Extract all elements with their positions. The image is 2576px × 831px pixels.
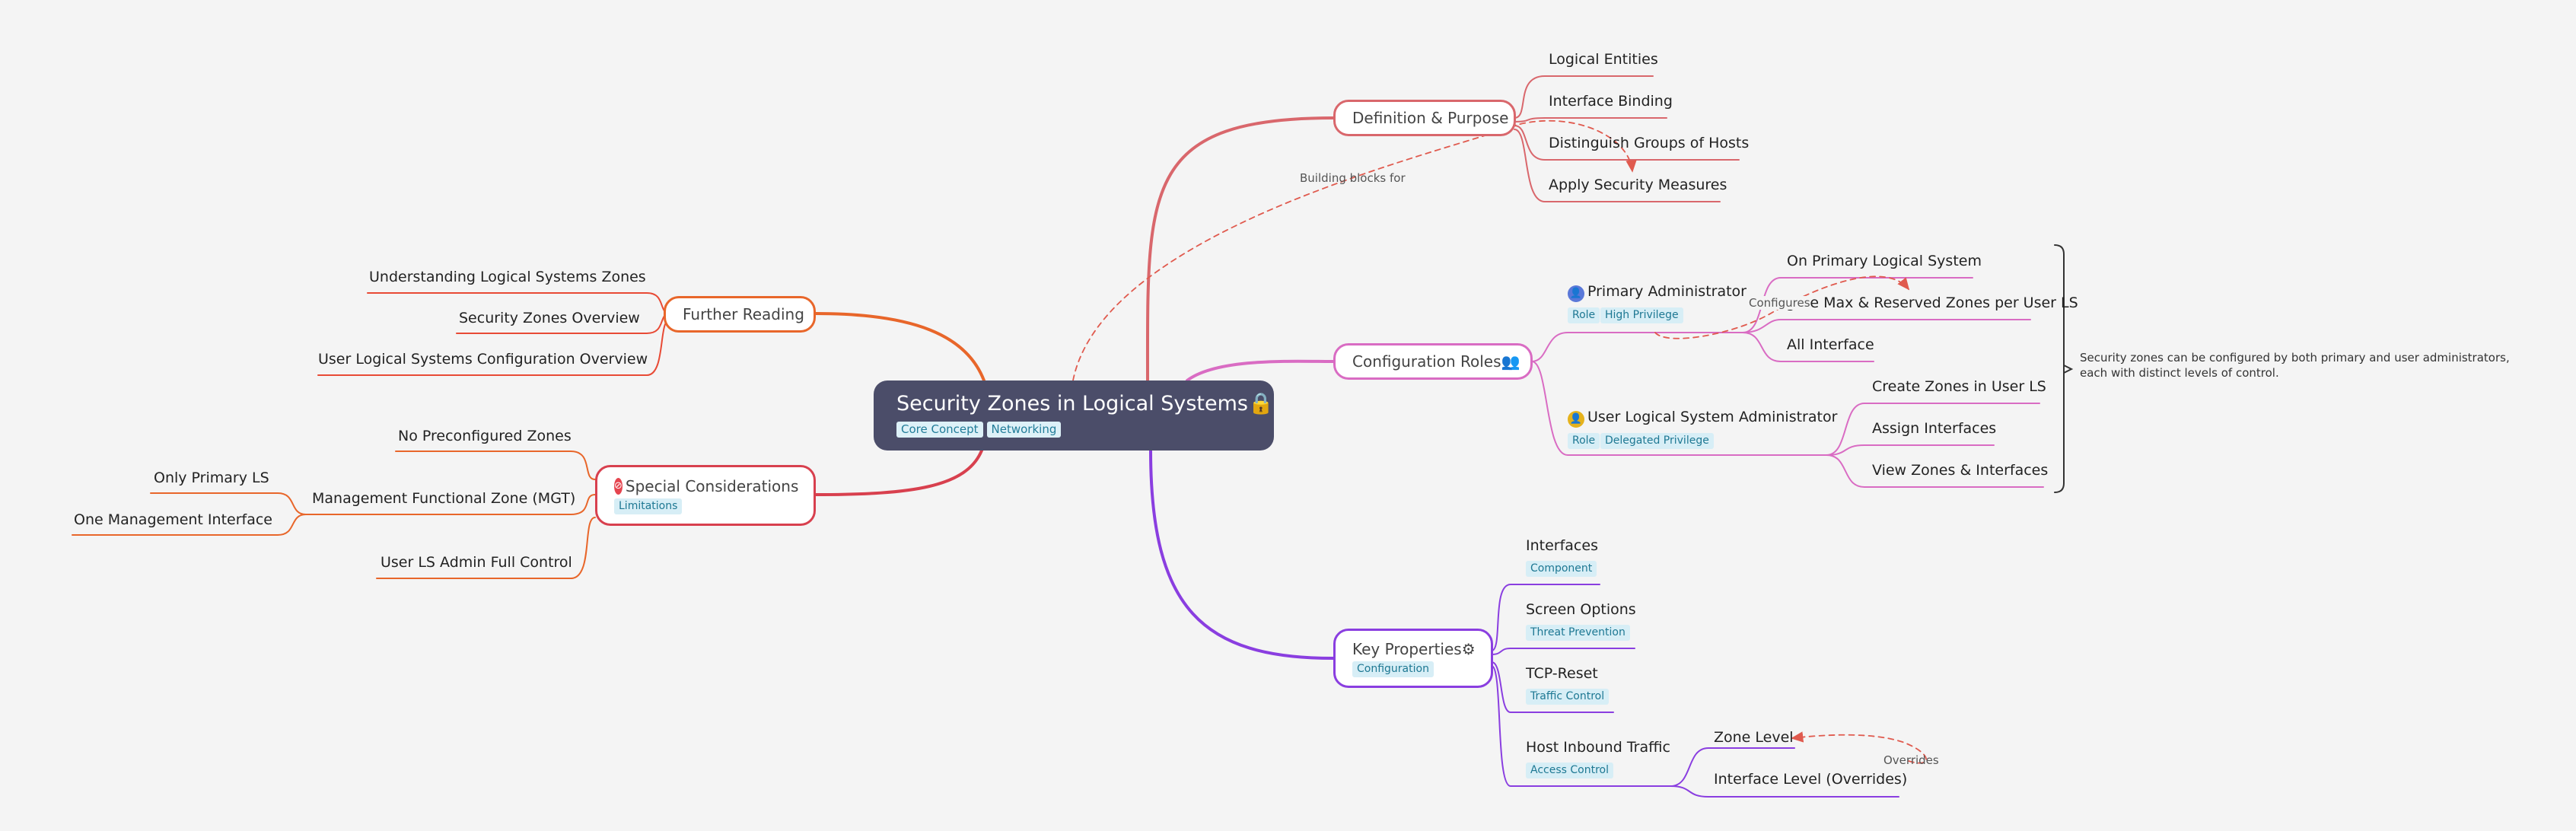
config-roles-node[interactable]: Configuration Roles👥 — [1333, 343, 1533, 380]
mgt-one-management-interface[interactable]: One Management Interface — [74, 511, 272, 528]
primary-child-on-primary-ls[interactable]: On Primary Logical System — [1787, 253, 1982, 269]
user-child-create-zones[interactable]: Create Zones in User LS — [1872, 378, 2046, 395]
user-child-view-zones[interactable]: View Zones & Interfaces — [1872, 462, 2049, 479]
host-inbound-zone-level[interactable]: Zone Level — [1714, 729, 1794, 746]
key-properties-tag: Configuration — [1352, 661, 1434, 677]
further-zones-overview[interactable]: Security Zones Overview — [459, 310, 640, 326]
prop-tcp-reset[interactable]: TCP-Reset — [1526, 665, 1598, 682]
key-properties-label: Key Properties — [1352, 639, 1462, 658]
edge-root-special — [814, 449, 983, 496]
further-reading-node[interactable]: Further Reading — [664, 296, 816, 333]
further-user-ls-config[interactable]: User Logical Systems Configuration Overv… — [318, 351, 648, 368]
prop-interfaces-tag: Component — [1526, 561, 1597, 577]
primary-child-all-interface[interactable]: All Interface — [1787, 336, 1874, 353]
prop-host-inbound[interactable]: Host Inbound Traffic — [1526, 739, 1670, 756]
gear-icon: ⚙ — [1461, 639, 1476, 658]
user-tag-delegated-privilege: Delegated Privilege — [1600, 433, 1714, 449]
further-reading-label: Further Reading — [683, 305, 804, 323]
root-title: Security Zones in Logical Systems — [896, 392, 1248, 416]
special-label: Special Considerations — [625, 476, 799, 495]
prop-screen-options[interactable]: Screen Options — [1526, 601, 1636, 618]
special-no-preconfigured[interactable]: No Preconfigured Zones — [398, 428, 572, 444]
primary-tag-role: Role — [1568, 307, 1600, 323]
primary-admin-label[interactable]: 👤Primary Administrator — [1568, 282, 1747, 302]
special-tag-limitations: Limitations — [614, 498, 683, 514]
summary-brace — [2054, 244, 2065, 493]
primary-tag-high-privilege: High Privilege — [1600, 307, 1683, 323]
lock-icon: 🔒 — [1248, 392, 1274, 416]
definition-child-logical-entities[interactable]: Logical Entities — [1549, 51, 1658, 68]
edge-root-definition — [1145, 116, 1335, 382]
user-child-assign-interfaces[interactable]: Assign Interfaces — [1872, 420, 1997, 437]
further-understanding-zones[interactable]: Understanding Logical Systems Zones — [369, 269, 646, 285]
key-properties-node[interactable]: Key Properties⚙ Configuration — [1333, 629, 1493, 688]
definition-child-interface-binding[interactable]: Interface Binding — [1549, 93, 1673, 110]
root-node[interactable]: Security Zones in Logical Systems🔒 Core … — [874, 380, 1274, 451]
prop-host-inbound-tag: Access Control — [1526, 763, 1613, 778]
mgt-only-primary-ls[interactable]: Only Primary LS — [154, 470, 269, 486]
prohibited-icon: ⊘ — [614, 477, 623, 495]
special-considerations-node[interactable]: ⊘Special Considerations Limitations — [595, 465, 816, 526]
definition-child-distinguish-groups[interactable]: Distinguish Groups of Hosts — [1549, 135, 1750, 151]
root-tag-networking: Networking — [986, 422, 1062, 438]
special-mgt-zone[interactable]: Management Functional Zone (MGT) — [312, 490, 576, 507]
prop-interfaces[interactable]: Interfaces — [1526, 537, 1598, 554]
root-tag-core-concept: Core Concept — [896, 422, 983, 438]
people-icon: 👥 — [1501, 352, 1520, 371]
edge-label-configures: Configures — [1749, 296, 1810, 310]
host-inbound-interface-level[interactable]: Interface Level (Overrides) — [1714, 771, 1908, 788]
summary-note: Security zones can be configured by both… — [2080, 351, 2510, 380]
edge-root-properties — [1149, 449, 1335, 660]
definition-child-apply-security[interactable]: Apply Security Measures — [1549, 177, 1727, 193]
admin-user-icon: 👤 — [1568, 285, 1584, 302]
user-admin-icon: 👤 — [1568, 411, 1584, 428]
special-user-ls-full-control[interactable]: User LS Admin Full Control — [381, 554, 572, 571]
definition-label: Definition & Purpose — [1352, 109, 1509, 127]
definition-node[interactable]: Definition & Purpose — [1333, 100, 1516, 136]
edge-label-overrides: Overrides — [1883, 753, 1939, 767]
user-admin-label[interactable]: 👤User Logical System Administrator — [1568, 408, 1837, 428]
prop-tcp-reset-tag: Traffic Control — [1526, 689, 1610, 705]
edge-root-config — [1186, 359, 1335, 382]
edge-label-building-blocks: Building blocks for — [1300, 171, 1406, 185]
config-roles-label: Configuration Roles — [1352, 352, 1501, 371]
prop-screen-options-tag: Threat Prevention — [1526, 625, 1630, 641]
user-tag-role: Role — [1568, 433, 1600, 449]
edge-root-further — [814, 312, 986, 382]
primary-child-configure-max[interactable]: Configure Max & Reserved Zones per User … — [1749, 295, 2078, 311]
